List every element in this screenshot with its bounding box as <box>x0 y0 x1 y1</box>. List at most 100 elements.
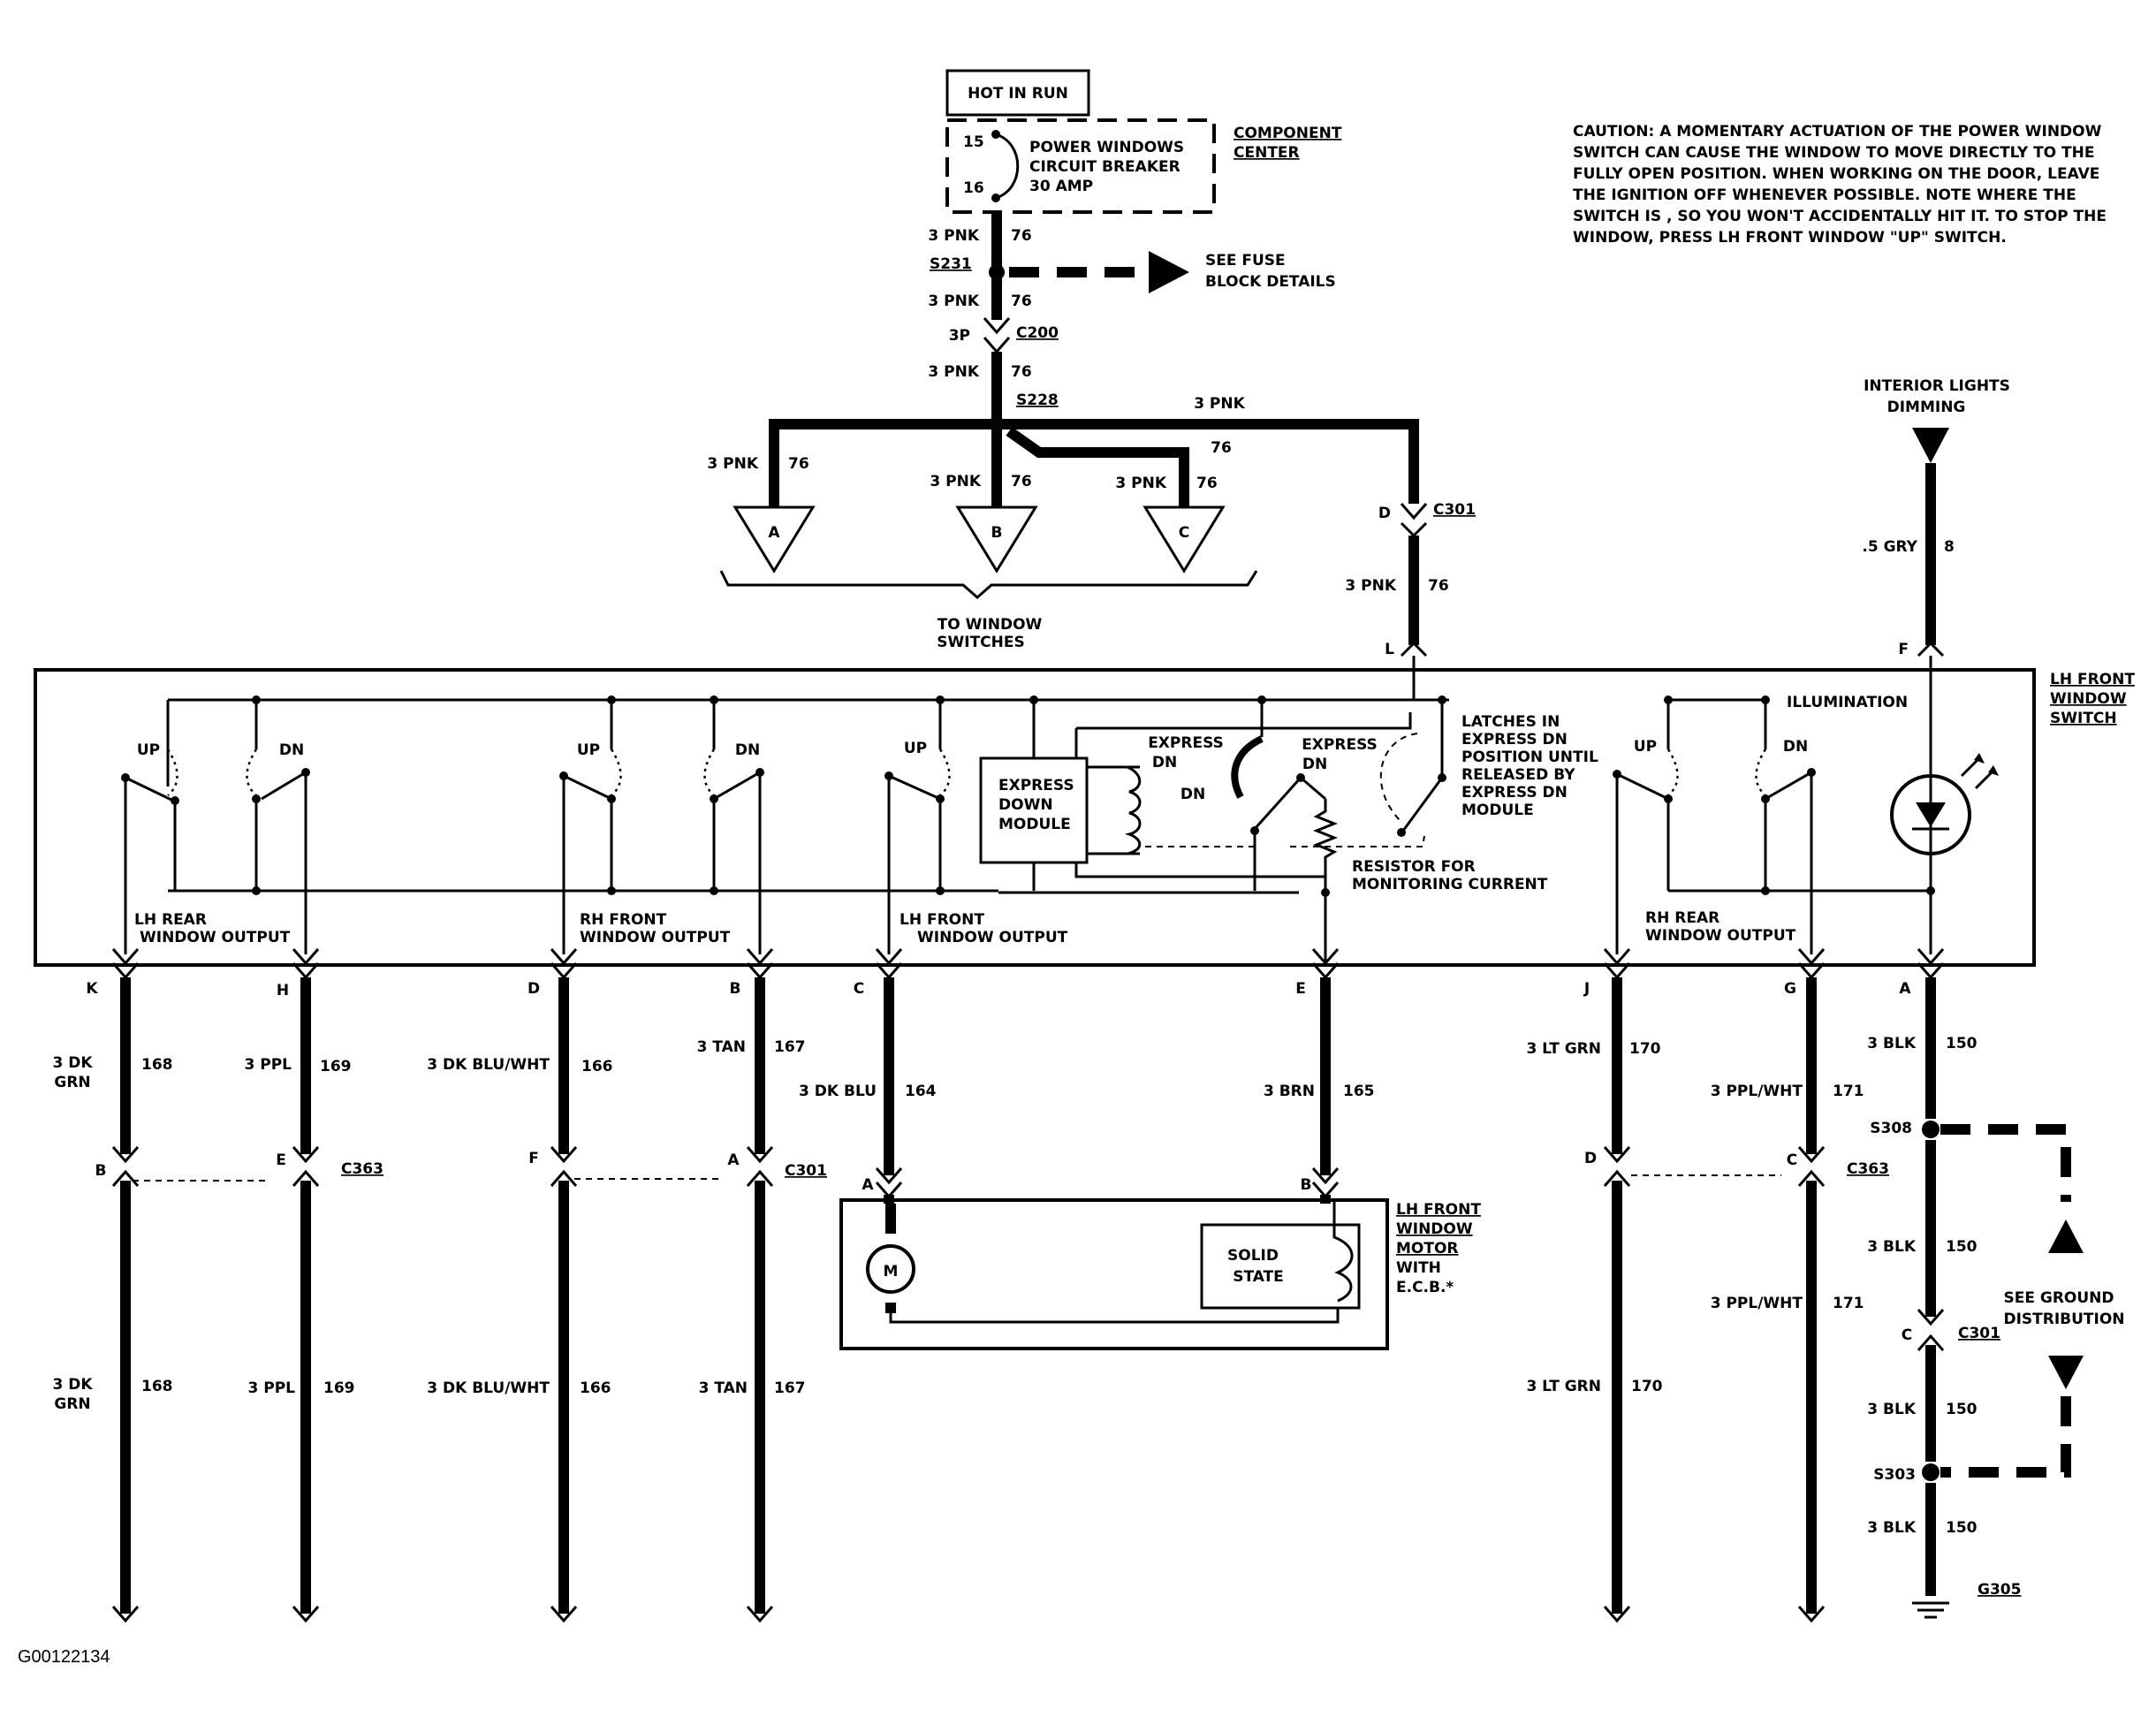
svg-text:3 BLK: 3 BLK <box>1867 1401 1917 1418</box>
svg-text:15: 15 <box>963 133 984 151</box>
svg-text:S231: S231 <box>930 255 972 273</box>
wire-170-pin-top <box>1603 948 1631 966</box>
svg-text:3 DK BLU: 3 DK BLU <box>799 1083 877 1100</box>
svg-text:16: 16 <box>963 179 984 197</box>
svg-text:B: B <box>1301 1176 1312 1194</box>
svg-text:3 BLK: 3 BLK <box>1867 1035 1917 1052</box>
hot-in-run-box: HOT IN RUN <box>945 69 1090 117</box>
express-dn-latch <box>1231 735 1264 799</box>
svg-text:3 DK BLU/WHT: 3 DK BLU/WHT <box>427 1056 550 1074</box>
wire-164-pin-top <box>875 948 903 966</box>
svg-text:C363: C363 <box>1847 1160 1889 1178</box>
switch-rh-front: UP DN RH FRONT WINDOW OUTPUT <box>559 695 764 954</box>
svg-text:EXPRESS DN: EXPRESS DN <box>1461 731 1568 749</box>
svg-text:EXPRESS: EXPRESS <box>1302 736 1378 754</box>
svg-text:166: 166 <box>581 1058 613 1075</box>
svg-text:COMPONENT: COMPONENT <box>1234 125 1342 142</box>
circuit-breaker: 15 16 POWER WINDOWS CIRCUIT BREAKER 30 A… <box>945 118 1342 214</box>
svg-text:EXPRESS: EXPRESS <box>1148 734 1224 752</box>
svg-text:LATCHES IN: LATCHES IN <box>1461 713 1560 731</box>
arrow-right-icon <box>1149 251 1189 293</box>
svg-text:WINDOW OUTPUT: WINDOW OUTPUT <box>140 929 291 946</box>
svg-text:3 PNK: 3 PNK <box>928 227 979 245</box>
wire-167-continue <box>746 1606 774 1623</box>
svg-text:167: 167 <box>774 1379 806 1397</box>
svg-text:CIRCUIT BREAKER: CIRCUIT BREAKER <box>1029 158 1180 176</box>
wire-150-c301-a <box>1917 1309 1945 1326</box>
lh-front-window-motor: M SOLID STATE LH FRONT WINDOW MOTOR WITH… <box>839 1198 1481 1350</box>
svg-text:3 PNK: 3 PNK <box>1345 577 1396 595</box>
wire-150-c301-b <box>1917 1334 1945 1351</box>
svg-text:C363: C363 <box>341 1160 383 1178</box>
illumination-led: ILLUMINATION <box>1787 656 1999 954</box>
wire-168-pin-top <box>111 948 140 966</box>
svg-text:WINDOW OUTPUT: WINDOW OUTPUT <box>580 929 731 946</box>
svg-text:76: 76 <box>1011 473 1032 490</box>
svg-text:C200: C200 <box>1016 324 1059 342</box>
svg-text:A: A <box>727 1151 740 1169</box>
wire-167-mid-a <box>746 1146 774 1164</box>
svg-text:3 PNK: 3 PNK <box>1194 395 1245 413</box>
wire-164-motor-a <box>875 1167 903 1185</box>
svg-text:3 PNK: 3 PNK <box>1115 475 1166 492</box>
svg-text:MODULE: MODULE <box>998 816 1071 833</box>
wire-165-pin-top <box>1311 948 1340 966</box>
svg-text:B: B <box>991 524 1003 542</box>
switch-rh-rear: UP DN RH REAR WINDOW OUTPUT <box>1613 695 1816 954</box>
svg-text:76: 76 <box>1011 227 1032 245</box>
svg-text:EXPRESS: EXPRESS <box>998 777 1074 794</box>
dimming-arrow-icon <box>1912 428 1949 463</box>
svg-text:169: 169 <box>320 1058 352 1075</box>
svg-text:3 LT GRN: 3 LT GRN <box>1526 1040 1601 1058</box>
solid-state-ecb <box>1200 1223 1361 1310</box>
wire-150-pin-top <box>1917 948 1945 966</box>
wire-169-continue <box>292 1606 320 1623</box>
svg-text:WINDOW: WINDOW <box>1396 1220 1473 1238</box>
wire-171-pin-top <box>1797 948 1826 966</box>
splice-s231 <box>989 264 1005 280</box>
svg-text:E.C.B.*: E.C.B.* <box>1396 1279 1454 1296</box>
wire-168-continue <box>111 1606 140 1623</box>
svg-text:TO WINDOW: TO WINDOW <box>938 616 1043 634</box>
svg-text:SEE GROUND: SEE GROUND <box>2003 1289 2114 1307</box>
svg-text:3 PNK: 3 PNK <box>930 473 981 490</box>
svg-text:BLOCK DETAILS: BLOCK DETAILS <box>1205 273 1336 291</box>
svg-text:INTERIOR LIGHTS: INTERIOR LIGHTS <box>1864 377 2010 395</box>
svg-text:SWITCH CAN CAUSE THE WINDOW TO: SWITCH CAN CAUSE THE WINDOW TO MOVE DIRE… <box>1573 144 2095 162</box>
svg-text:L: L <box>1385 641 1394 658</box>
svg-text:76: 76 <box>1211 439 1232 457</box>
svg-text:POWER WINDOWS: POWER WINDOWS <box>1029 139 1184 156</box>
svg-text:8: 8 <box>1944 538 1955 556</box>
svg-text:DN: DN <box>1302 756 1327 773</box>
branch-wire-c <box>1006 427 1189 507</box>
svg-text:F: F <box>528 1150 539 1167</box>
svg-text:SWITCHES: SWITCHES <box>937 634 1024 651</box>
svg-text:D: D <box>1378 505 1391 522</box>
svg-text:170: 170 <box>1629 1040 1661 1058</box>
svg-text:3 PPL: 3 PPL <box>248 1379 296 1397</box>
svg-text:WINDOW: WINDOW <box>2050 690 2127 708</box>
svg-text:3 DK BLU/WHT: 3 DK BLU/WHT <box>427 1379 550 1397</box>
svg-text:3 PPL/WHT: 3 PPL/WHT <box>1711 1295 1803 1312</box>
svg-text:76: 76 <box>1011 363 1032 381</box>
svg-text:3P: 3P <box>949 327 970 345</box>
ground-distribution: SEE GROUND DISTRIBUTION <box>1940 1124 2125 1478</box>
branch-b: B <box>955 505 1038 574</box>
svg-text:G305: G305 <box>1978 1581 2021 1599</box>
svg-text:LH FRONT: LH FRONT <box>2050 671 2135 688</box>
splice-s308 <box>1922 1121 1940 1138</box>
svg-text:THE IGNITION OFF WHENEVER POSS: THE IGNITION OFF WHENEVER POSSIBLE. NOTE… <box>1573 186 2076 204</box>
svg-text:UP: UP <box>577 741 600 759</box>
svg-text:FULLY OPEN POSITION. WHEN WORK: FULLY OPEN POSITION. WHEN WORKING ON THE… <box>1573 165 2099 183</box>
svg-text:3 PPL: 3 PPL <box>245 1056 292 1074</box>
svg-text:HOT IN RUN: HOT IN RUN <box>968 85 1068 103</box>
svg-text:.5 GRY: .5 GRY <box>1862 538 1917 556</box>
arrow-down-icon <box>2048 1356 2084 1389</box>
output-wires <box>111 948 1945 1623</box>
wire-166-mid-a <box>550 1146 578 1164</box>
wire-165-motor-a <box>1311 1167 1340 1185</box>
svg-text:CAUTION: A MOMENTARY ACTUATION: CAUTION: A MOMENTARY ACTUATION OF THE PO… <box>1573 123 2102 141</box>
wire-170-mid-b <box>1603 1169 1631 1187</box>
svg-text:B: B <box>95 1162 107 1180</box>
svg-text:171: 171 <box>1833 1295 1864 1312</box>
